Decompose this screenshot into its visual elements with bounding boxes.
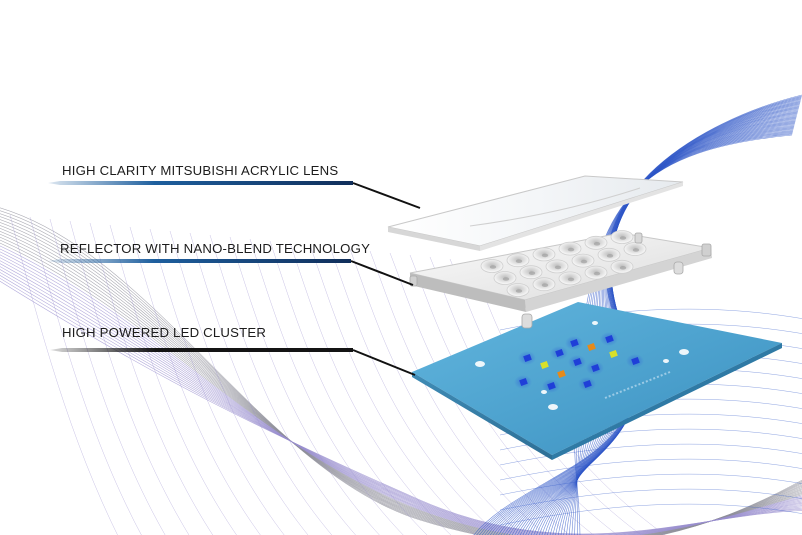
- wave-line: [269, 240, 428, 535]
- reflector-cup-aperture: [515, 259, 523, 264]
- reflector-cup-aperture: [619, 266, 627, 270]
- lens-leader-line: [352, 182, 421, 209]
- reflector-cup-aperture: [593, 271, 601, 276]
- reflector-cup-aperture: [593, 242, 601, 246]
- led-chip: [631, 356, 640, 366]
- wave-line: [229, 236, 380, 535]
- wave-line: [499, 458, 802, 481]
- wave-line: [0, 272, 802, 535]
- wave-line: [29, 216, 142, 535]
- wave-line: [149, 228, 285, 535]
- led-leader-line: [352, 349, 416, 376]
- led-chip: [587, 342, 596, 352]
- reflector-cup-aperture: [567, 277, 575, 282]
- led-chip: [557, 369, 566, 379]
- reflector: [409, 230, 712, 329]
- mounting-hole: [541, 390, 547, 394]
- led-chip: [523, 353, 532, 363]
- led-chip: [573, 357, 582, 367]
- reflector-cup-aperture: [619, 236, 627, 240]
- reflector-cup-aperture: [541, 283, 549, 288]
- led-board-top: [412, 302, 782, 455]
- wave-line: [129, 226, 261, 535]
- lens-edge-front: [388, 227, 480, 251]
- wave-line: [69, 220, 190, 535]
- led-array: [514, 332, 644, 393]
- reflector-edge-front: [410, 273, 526, 312]
- mounting-hole: [592, 321, 598, 325]
- wave-line: [499, 473, 802, 496]
- reflector-peg: [521, 313, 533, 329]
- led-board-edge-left: [412, 372, 552, 460]
- wave-line: [189, 232, 333, 535]
- lens-edge-side: [480, 182, 683, 251]
- led-cluster-label: HIGH POWERED LED CLUSTER: [62, 325, 267, 340]
- reflector-callout-underline: [48, 259, 351, 263]
- wave-line: [349, 248, 523, 535]
- led-chip: [570, 338, 579, 348]
- mounting-hole: [548, 404, 558, 410]
- mounting-hole: [475, 361, 485, 367]
- led-chip: [555, 348, 564, 358]
- wave-line: [369, 250, 547, 535]
- led-chip: [591, 363, 600, 373]
- wave-line: [289, 242, 452, 535]
- acrylic-lens: [387, 175, 684, 251]
- wave-line: [9, 214, 118, 535]
- led-board: [412, 302, 782, 460]
- wave-line: [329, 246, 499, 535]
- reflector-edge-side: [525, 248, 712, 312]
- reflector-cup-aperture: [528, 271, 536, 276]
- wave-line: [499, 443, 802, 466]
- mounting-holes: [475, 321, 689, 410]
- wave-line: [169, 230, 309, 535]
- mounting-hole: [663, 359, 669, 363]
- lens-callout-underline: [48, 181, 353, 185]
- led-board-edge-right: [552, 343, 782, 460]
- reflector-clip: [634, 232, 643, 244]
- led-chip: [605, 334, 614, 344]
- lens-label: HIGH CLARITY MITSUBISHI ACRYLIC LENS: [62, 163, 339, 178]
- mounting-hole: [679, 349, 689, 355]
- wave-line: [209, 234, 356, 535]
- reflector-cup-aperture: [515, 289, 523, 293]
- reflector-cup-aperture: [606, 254, 614, 258]
- led-chip: [547, 381, 556, 391]
- reflector-cup-aperture: [489, 265, 497, 269]
- reflector-label: REFLECTOR WITH NANO-BLEND TECHNOLOGY: [60, 241, 371, 256]
- wave-line: [249, 238, 404, 535]
- wave-line: [309, 244, 476, 535]
- reflector-cup-aperture: [567, 247, 575, 252]
- led-callout-underline: [50, 348, 353, 352]
- reflector-peg: [673, 261, 684, 275]
- reflector-cup-aperture: [632, 248, 640, 252]
- reflector-cup-aperture: [580, 259, 588, 264]
- wave-line: [109, 224, 237, 535]
- wave-line: [89, 222, 214, 535]
- reflector-cup-aperture: [502, 277, 510, 281]
- reflector-clip: [701, 243, 712, 257]
- wave-line: [499, 488, 802, 511]
- led-chip: [609, 349, 618, 359]
- led-chip: [540, 360, 549, 370]
- reflector-cup-aperture: [554, 265, 562, 270]
- wave-line: [0, 280, 802, 535]
- reflector-cups: [480, 230, 647, 297]
- led-chip: [583, 379, 592, 389]
- led-chip: [519, 377, 528, 387]
- reflector-leader-line: [350, 260, 414, 286]
- lens-reflection: [469, 187, 641, 227]
- wave-line: [499, 503, 802, 526]
- wave-mesh-left: [0, 207, 802, 535]
- reflector-cup-aperture: [541, 253, 549, 258]
- callout-lines: [48, 181, 421, 376]
